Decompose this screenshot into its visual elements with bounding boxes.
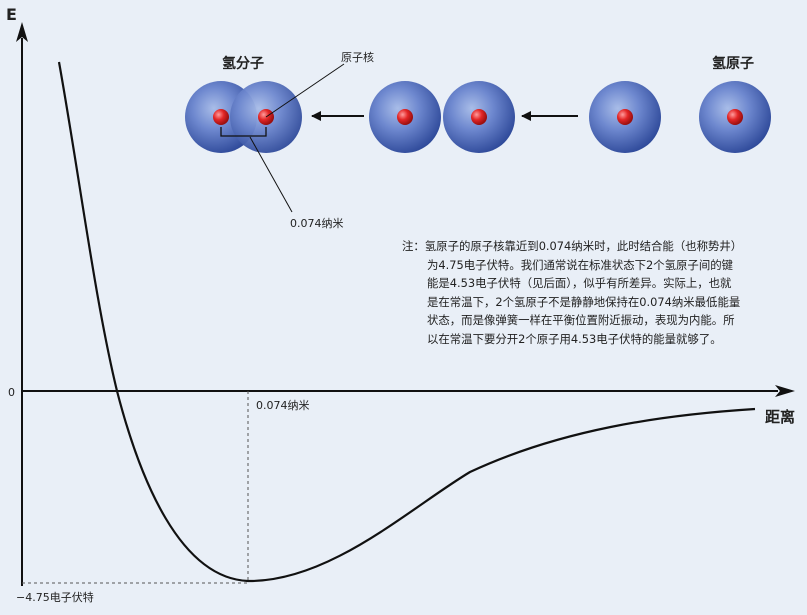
axes [16,22,795,586]
y-axis-label: E [6,5,17,24]
explanatory-note: 注：氢原子的原子核靠近到0.074纳米时，此时结合能（也称势井） 为4.75电子… [402,237,774,349]
x-axis-label: 距离 [765,408,795,426]
separated-atoms [589,81,771,153]
separated-nucleus-left [617,109,633,125]
note-line: 状态，而是像弹簧一样在平衡位置附近振动，表现为内能。所 [427,313,735,328]
min-energy-label: −4.75电子伏特 [16,590,94,604]
bond-length-bracket [220,127,267,137]
nucleus-leader [265,63,345,118]
hydrogen-molecule [185,81,302,153]
bond-length-label: 0.074纳米 [290,217,344,230]
atom-label: 氢原子 [712,55,754,72]
separated-nucleus-right [727,109,743,125]
distance-label: 0.074纳米 [256,399,310,412]
molecule-label: 氢分子 [222,55,264,72]
bond-length-leader [249,136,293,213]
approaching-nucleus-right [471,109,487,125]
note-line: 以在常温下要分开2个原子用4.53电子伏特的能量就够了。 [427,331,722,346]
zero-label: 0 [8,386,15,399]
x-axis-arrow-icon [775,385,795,397]
approaching-atoms [369,81,515,153]
molecule-nucleus-left [213,109,229,125]
note-line: 能是4.53电子伏特（见后面），似乎有所差异。实际上，也就 [427,276,732,291]
y-axis-arrow-icon [16,22,28,42]
note-line: 注：氢原子的原子核靠近到0.074纳米时，此时结合能（也称势井） [402,239,743,253]
potential-energy-curve [57,61,756,583]
approaching-nucleus-left [397,109,413,125]
nucleus-label: 原子核 [341,50,374,64]
note-line: 是在常温下，2个氢原子不是静静地保持在0.074纳米最低能量 [427,294,741,309]
note-line: 为4.75电子伏特。我们通常说在标准状态下2个氢原子间的键 [427,257,733,272]
